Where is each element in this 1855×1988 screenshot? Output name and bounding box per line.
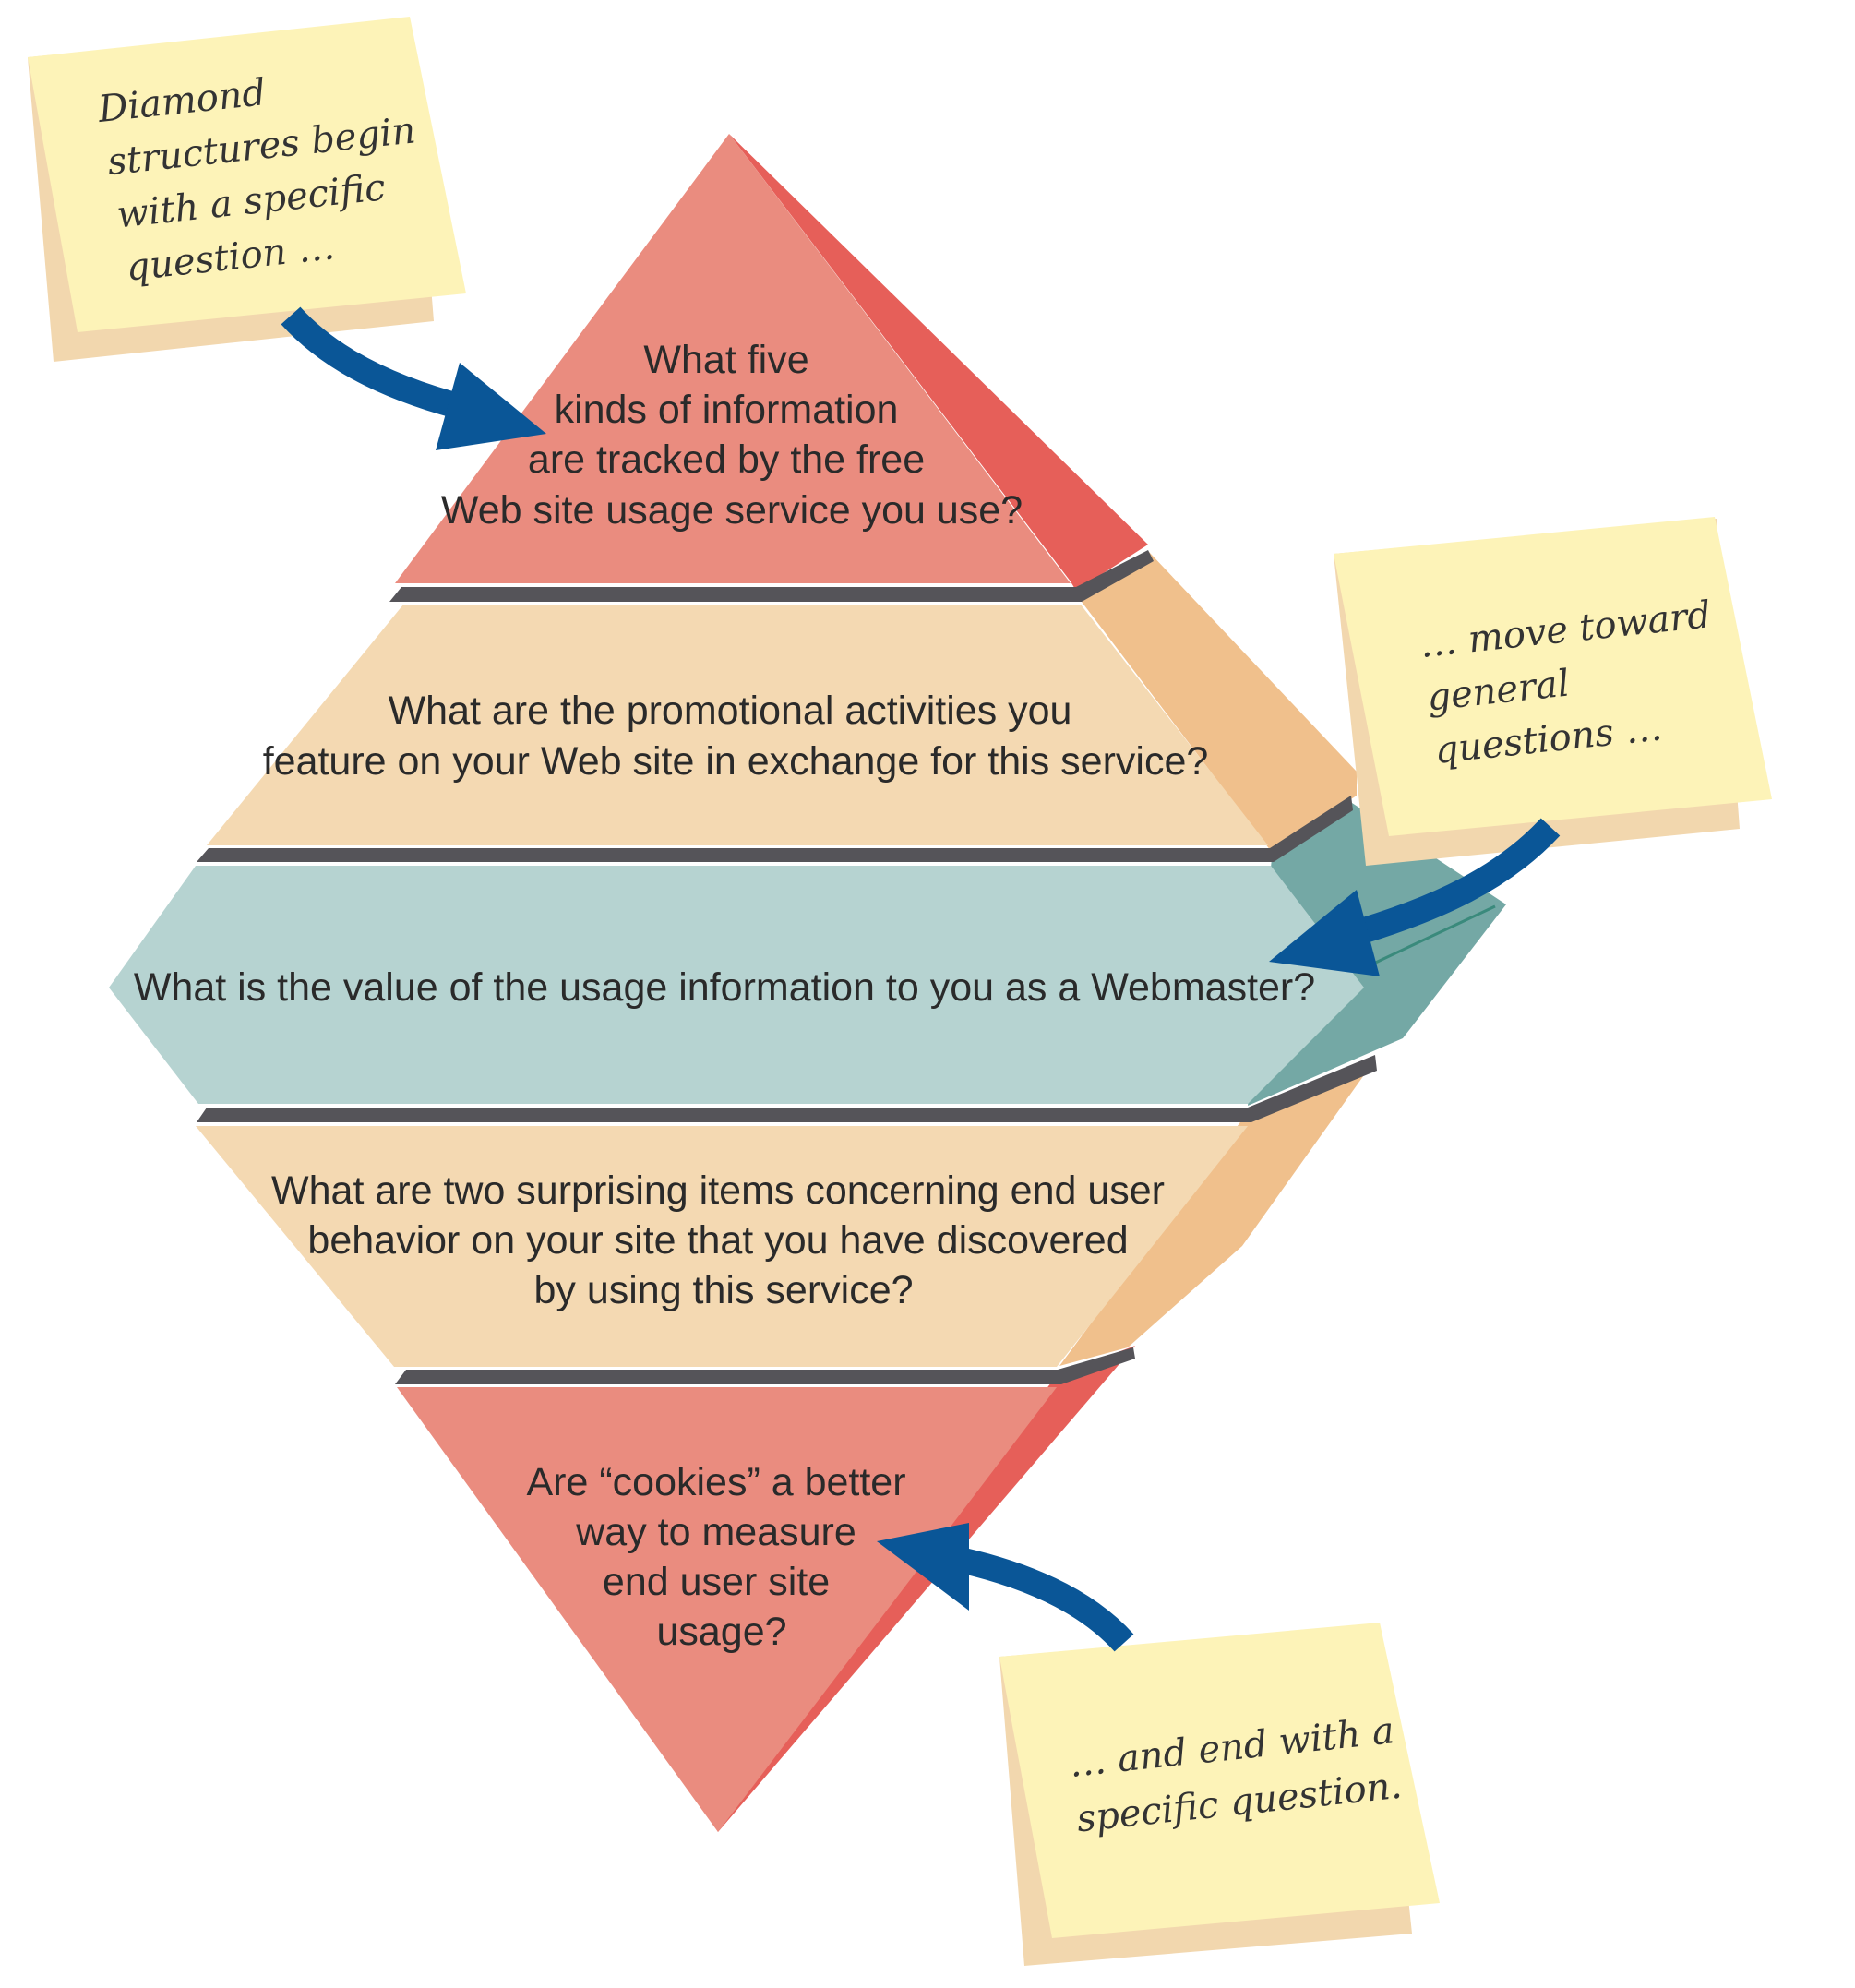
question-middle-line-1: What is the value of the usage informati… [134,965,1315,1010]
question-bottom-line-4: usage? [656,1610,786,1654]
top-tier-side-face [729,134,1148,591]
separator-3 [197,1055,1377,1122]
arrows [281,306,1561,1652]
question-top-line-3: are tracked by the free [528,437,925,482]
diamond-front-faces [109,134,1364,1832]
middle-tier-front [109,866,1364,1104]
sticky-note-begin: Diamond structures begin with a specific… [28,17,466,362]
separator-4 [395,1347,1135,1384]
bottom-tier-side-face [715,1346,1135,1832]
second-tier-side-face [1082,552,1357,851]
fourth-tier-front [196,1126,1248,1367]
question-top-line-4: Web site usage service you use? [441,488,1023,533]
note-general-paper [1334,517,1772,836]
question-bottom-text: Are “cookies” a better way to measure en… [526,1460,916,1654]
arrow-end-shaft [956,1547,1134,1652]
question-bottom-line-3: end user site [603,1560,830,1604]
top-tier-front [395,134,1071,583]
arrow-end [877,1523,1134,1652]
question-fourth-line-3: by using this service? [533,1268,913,1312]
arrow-general-shaft [1339,818,1561,950]
question-second-line-2: feature on your Web site in exchange for… [263,739,1209,784]
bottom-tier-front [397,1387,1057,1832]
question-bottom-line-2: way to measure [575,1510,856,1554]
separator-1 [389,550,1154,602]
separator-2 [197,796,1353,862]
question-fourth-line-1: What are two surprising items concerning… [271,1168,1165,1213]
sticky-note-end: … and end with a specific question. [999,1623,1440,1966]
arrow-end-head [877,1523,969,1611]
question-top-text: What five kinds of information are track… [441,338,1023,533]
questions: What five kinds of information are track… [134,338,1315,1654]
note-begin-paper [28,17,466,332]
question-middle-text: What is the value of the usage informati… [134,965,1315,1010]
second-tier-front [207,605,1268,845]
arrow-begin [281,306,546,450]
arrow-general-head [1269,890,1380,976]
question-top-line-2: kinds of information [555,388,899,432]
question-top-line-1: What five [643,338,808,382]
question-second-text: What are the promotional activities you … [263,689,1209,784]
teal-accent-line [1367,904,1496,968]
fourth-tier-side-face [1059,1060,1375,1366]
note-end-paper [999,1623,1440,1938]
sticky-note-general: … move toward general questions … [1334,517,1772,866]
arrow-begin-head [436,363,546,450]
question-second-line-1: What are the promotional activities you [389,689,1072,733]
arrow-general [1269,818,1561,976]
tier-separators [197,550,1377,1384]
question-fourth-text: What are two surprising items concerning… [271,1168,1176,1312]
question-fourth-line-2: behavior on your site that you have disc… [307,1218,1128,1263]
question-bottom-line-1: Are “cookies” a better [526,1460,905,1504]
